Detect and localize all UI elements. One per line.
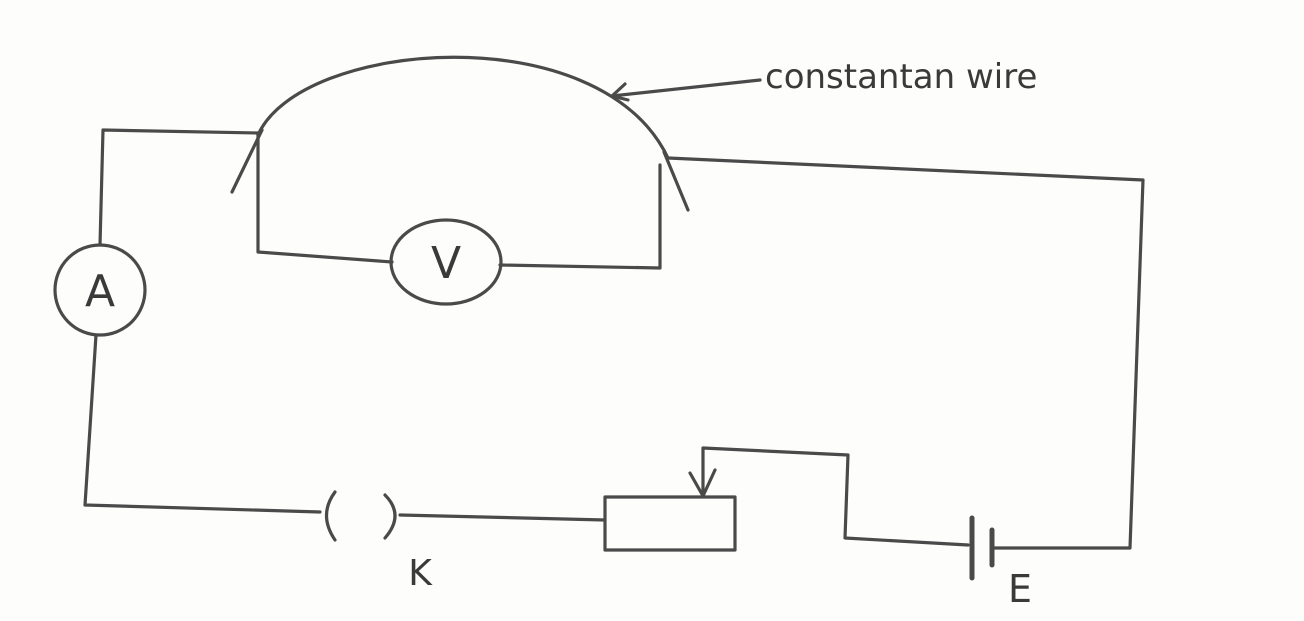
rheostat-arrowhead: [688, 468, 717, 498]
wire-clip-right: [662, 150, 690, 212]
wire-top-left: [98, 128, 260, 247]
ammeter-label: A: [85, 266, 115, 317]
key-label: K: [408, 553, 433, 594]
wire-label: constantan wire: [765, 57, 1037, 97]
cell-label: E: [1008, 567, 1032, 611]
key-right-contact: [383, 493, 397, 540]
constantan-wire-arc: [256, 55, 670, 160]
wire-key-rheostat: [398, 513, 607, 522]
voltmeter-wire-right: [498, 163, 662, 270]
key-left-contact: [324, 490, 337, 542]
ammeter-symbol: [53, 243, 147, 337]
rheostat-slider: [701, 446, 970, 547]
voltmeter-label: V: [431, 238, 461, 289]
label-pointer: [610, 78, 762, 98]
rheostat-symbol: [603, 495, 737, 552]
wire-left-bottom: [83, 333, 322, 514]
voltmeter-symbol: [389, 218, 503, 306]
voltmeter-wire-left: [256, 131, 394, 264]
pointer-arrowhead: [610, 82, 630, 102]
wire-right-loop: [666, 156, 1145, 550]
